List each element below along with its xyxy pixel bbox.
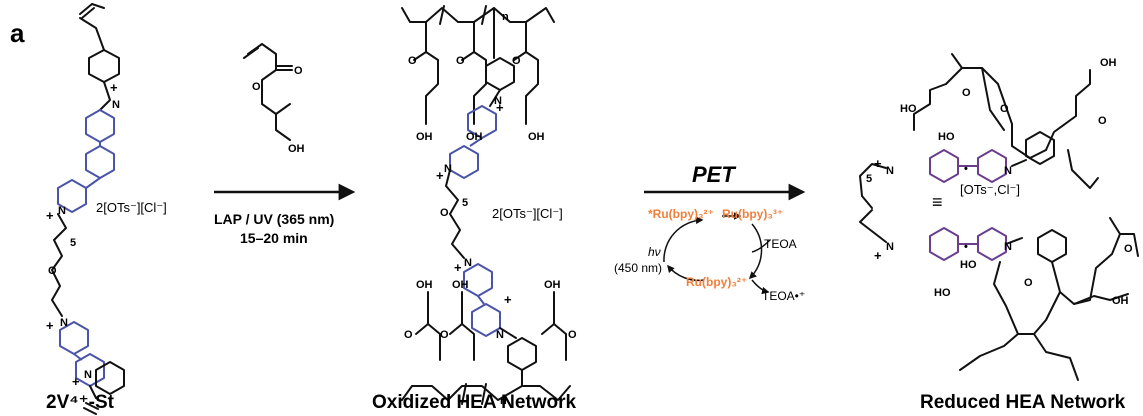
pet-excited: *Ru(bpy)₃²⁺ bbox=[648, 207, 714, 221]
ox-charge-3: + bbox=[454, 260, 462, 275]
ox-o-3: O bbox=[512, 55, 521, 67]
ox-o-6: O bbox=[568, 329, 577, 341]
panel-label: a bbox=[10, 18, 25, 48]
hea-reagent bbox=[243, 43, 293, 141]
red-oh-2: OH bbox=[1112, 295, 1129, 307]
red-o-1: O bbox=[1000, 103, 1009, 115]
red-o-5: O bbox=[1024, 277, 1033, 289]
pet-teoa: TEOA bbox=[764, 237, 797, 251]
monomer-n-1: N bbox=[112, 99, 120, 111]
red-oh-1: OH bbox=[1100, 57, 1117, 69]
monomer-spacer-n: 5 bbox=[70, 237, 76, 249]
monomer-charge-4: + bbox=[72, 374, 80, 389]
monomer-n-3: N bbox=[60, 317, 68, 329]
red-n-1: N bbox=[886, 165, 894, 177]
pet-ground: Ru(bpy)₃²⁺ bbox=[686, 275, 747, 289]
reagent-oh: OH bbox=[288, 143, 305, 155]
ox-o-5: O bbox=[440, 329, 449, 341]
condition-line-1: LAP / UV (365 nm) bbox=[214, 211, 334, 227]
monomer-charge-1: + bbox=[110, 80, 118, 95]
pet-wavelength: (450 nm) bbox=[614, 261, 662, 275]
ox-n-4: N bbox=[496, 329, 504, 341]
oxidized-network-structure bbox=[401, 5, 571, 405]
red-o-2: O bbox=[1098, 115, 1107, 127]
red-n-2: N bbox=[1004, 165, 1012, 177]
red-spacer-n: 5 bbox=[866, 173, 872, 185]
ox-spacer-n: 5 bbox=[462, 197, 468, 209]
ox-o-spacer: O bbox=[440, 207, 449, 219]
ox-o-4: O bbox=[404, 329, 413, 341]
monomer-n-2: N bbox=[58, 205, 66, 217]
monomer-structure bbox=[51, 3, 125, 415]
condition-line-2: 15–20 min bbox=[240, 230, 308, 246]
red-n-3: N bbox=[886, 241, 894, 253]
ox-oh-2: OH bbox=[466, 131, 483, 143]
ox-n-2: N bbox=[444, 163, 452, 175]
ox-oh-3: OH bbox=[528, 131, 545, 143]
pet-oxidized: Ru(bpy)₃³⁺ bbox=[722, 207, 783, 221]
reduced-counterion: [OTs⁻,Cl⁻] bbox=[960, 182, 1020, 197]
reagent-ester-o: O bbox=[252, 81, 261, 93]
pet-light: hν bbox=[648, 245, 661, 259]
ox-charge-2: + bbox=[436, 168, 444, 183]
monomer-counterion: 2[OTs⁻][Cl⁻] bbox=[96, 200, 167, 215]
ox-o-1: O bbox=[408, 55, 417, 67]
red-charge-2: + bbox=[874, 248, 882, 263]
monomer-charge-3: + bbox=[46, 318, 54, 333]
ox-charge-4: + bbox=[504, 292, 512, 307]
photoredox-cycle bbox=[663, 212, 771, 295]
monomer-o: O bbox=[48, 265, 57, 277]
monomer-charge-2: + bbox=[46, 208, 54, 223]
reduced-label: Reduced HEA Network bbox=[920, 392, 1126, 413]
pet-title: PET bbox=[692, 162, 736, 187]
red-ho-2: HO bbox=[938, 131, 955, 143]
red-radical-1: • bbox=[964, 163, 968, 175]
ox-oh-5: OH bbox=[452, 279, 469, 291]
ox-n-3: N bbox=[464, 257, 472, 269]
reduced-network-structure bbox=[859, 53, 1139, 381]
pet-teoa-radical: TEOA•⁺ bbox=[762, 289, 805, 303]
red-radical-2: • bbox=[964, 241, 968, 253]
ox-o-2: O bbox=[456, 55, 465, 67]
red-ho-4: HO bbox=[934, 287, 951, 299]
red-ho-3: HO bbox=[960, 259, 977, 271]
ox-oh-6: OH bbox=[544, 279, 561, 291]
ox-n-1: N bbox=[494, 95, 502, 107]
ox-oh-4: OH bbox=[416, 279, 433, 291]
red-charge-1: + bbox=[874, 156, 882, 171]
red-o-3: O bbox=[962, 87, 971, 99]
reagent-carbonyl-o: O bbox=[294, 65, 303, 77]
red-n-4: N bbox=[1004, 241, 1012, 253]
red-ho-1: HO bbox=[900, 103, 917, 115]
monomer-label: 2V⁴⁺-St bbox=[46, 392, 115, 413]
ox-oh-1: OH bbox=[416, 131, 433, 143]
red-o-4: O bbox=[1124, 243, 1133, 255]
ox-charge-1: + bbox=[496, 100, 504, 115]
red-equiv: ≡ bbox=[932, 192, 943, 212]
oxidized-counterion: 2[OTs⁻][Cl⁻] bbox=[492, 206, 563, 221]
monomer-n-4: N bbox=[84, 369, 92, 381]
oxidized-label: Oxidized HEA Network bbox=[372, 392, 577, 413]
ox-sub-n-bottom: n bbox=[500, 395, 507, 407]
ox-sub-n-top: n bbox=[502, 11, 509, 23]
